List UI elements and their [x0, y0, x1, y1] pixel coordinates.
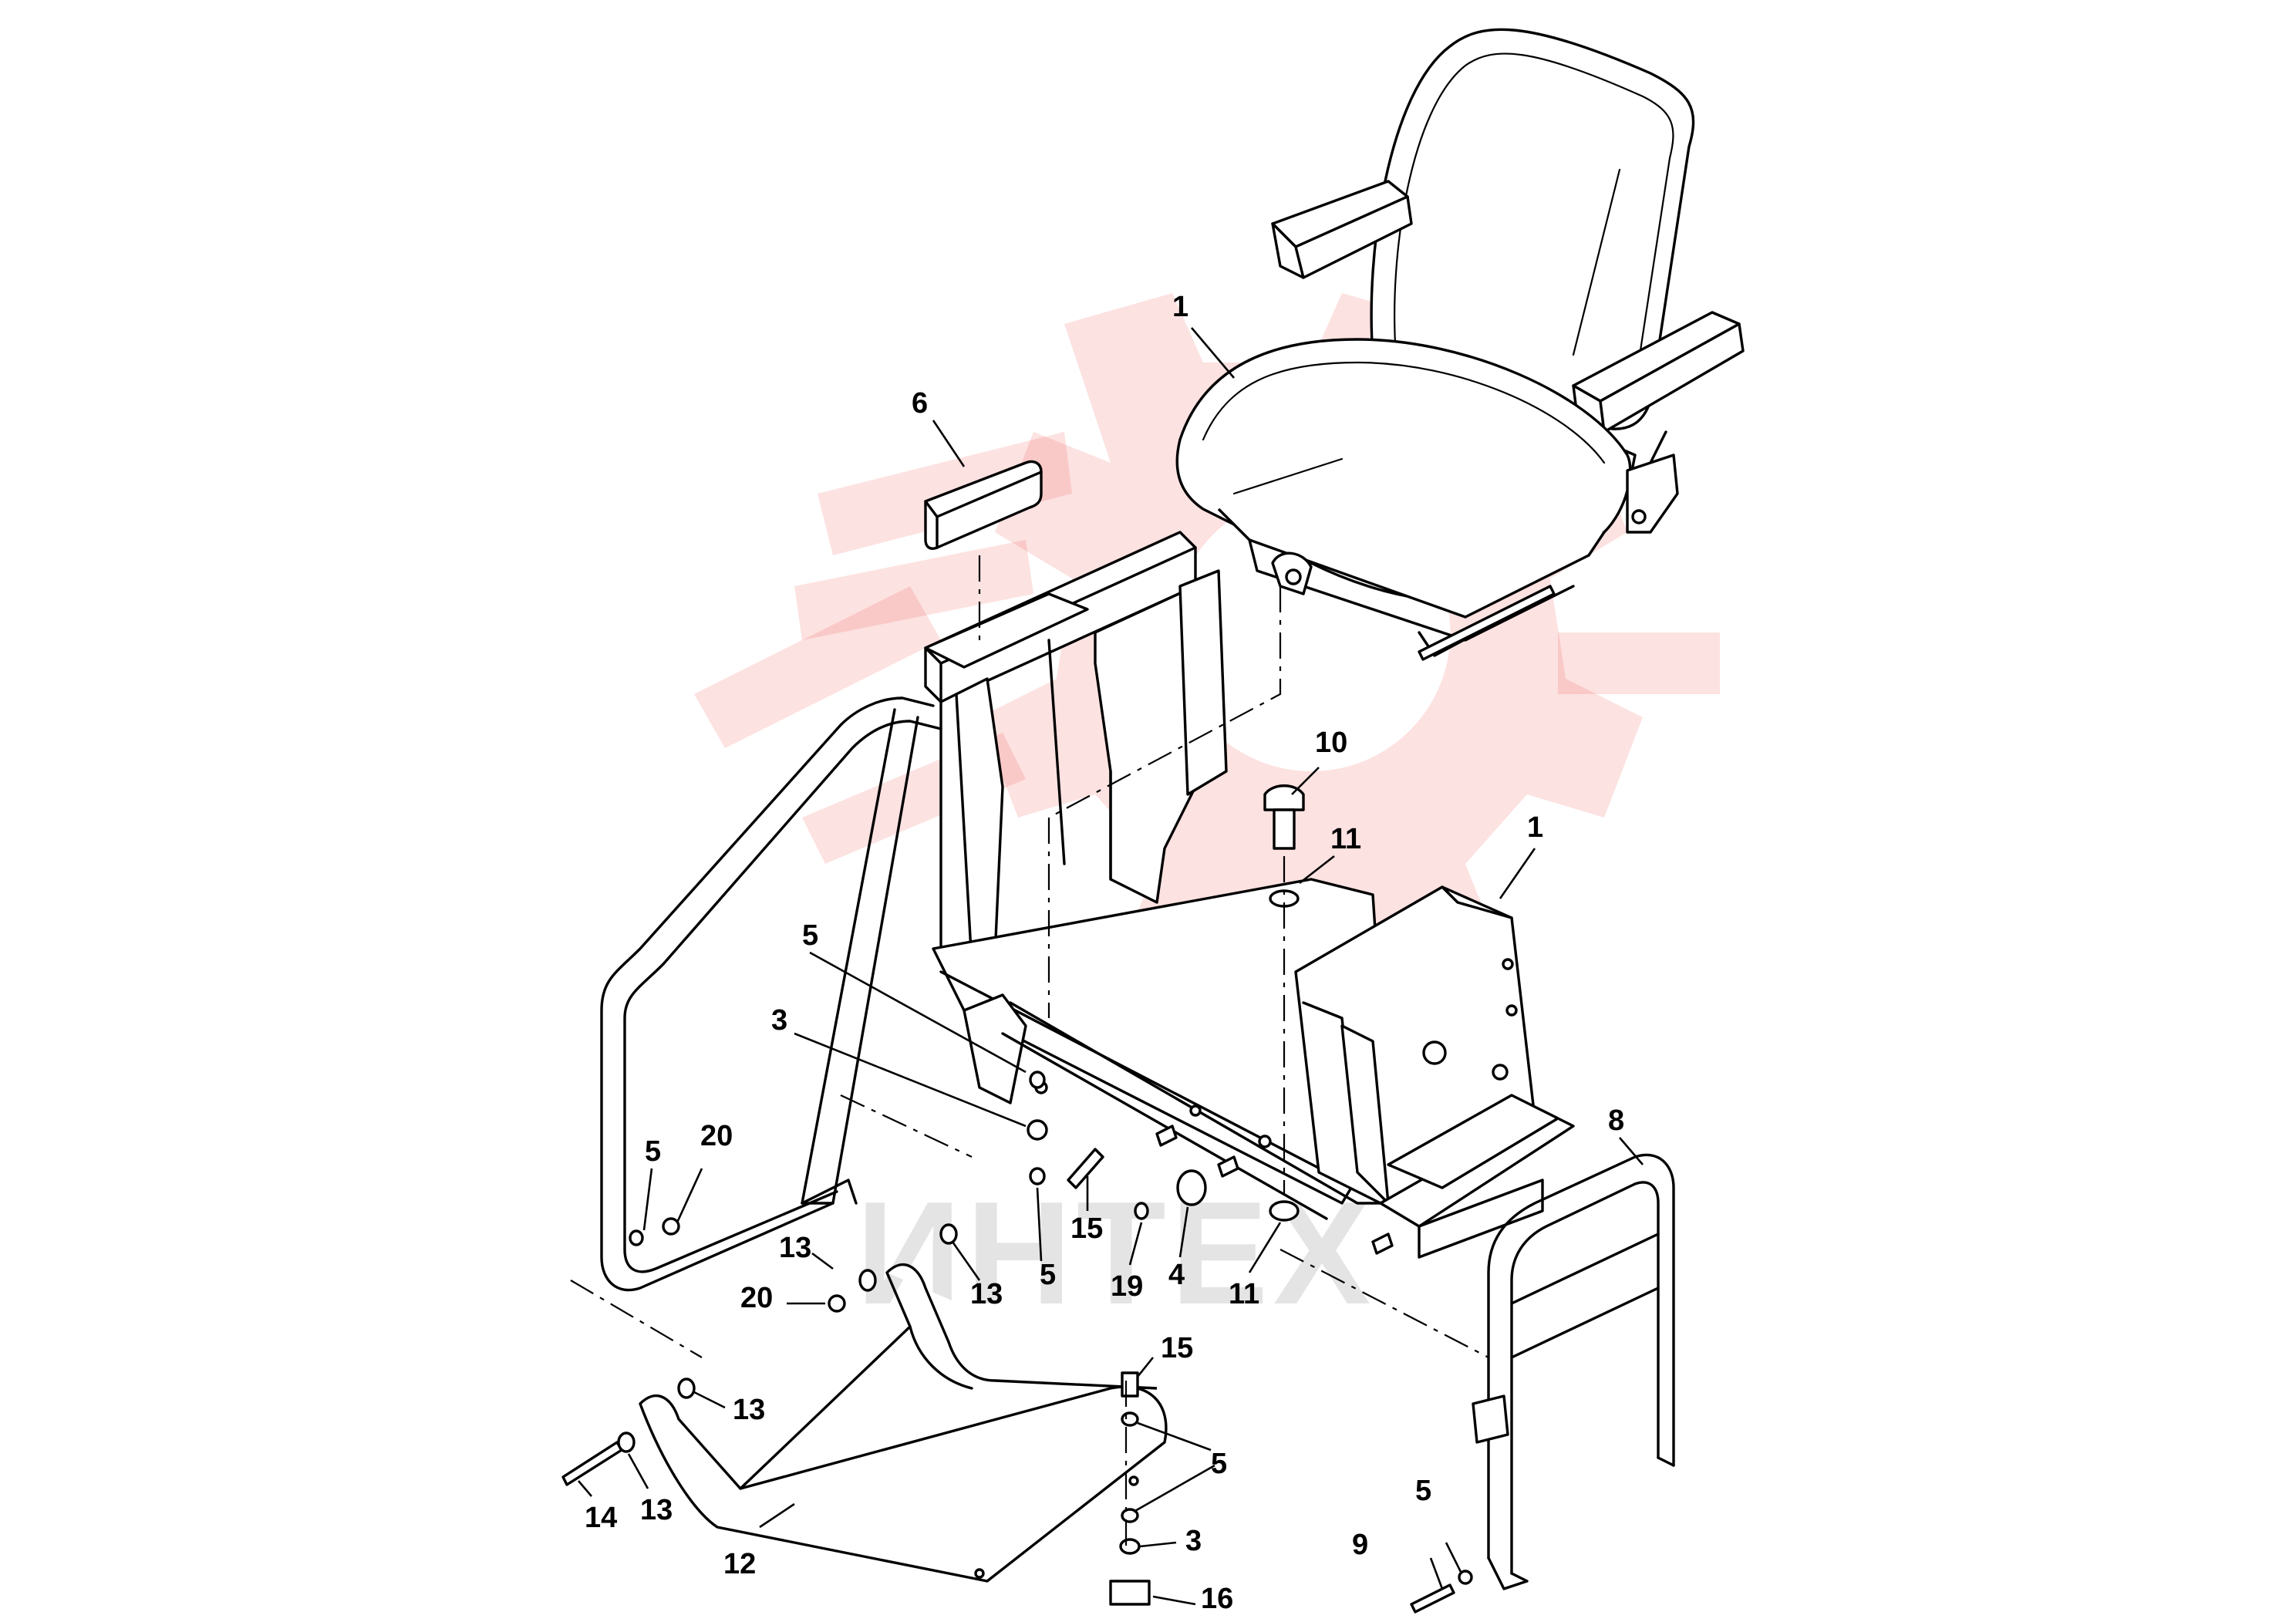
callout-15-upper: 15 [1070, 1212, 1103, 1245]
callout-5-middle: 5 [1040, 1259, 1056, 1291]
armrest-pad-part-6 [924, 460, 1043, 550]
callout-14: 14 [585, 1502, 617, 1534]
callout-3-upper: 3 [771, 1004, 787, 1037]
callout-11-upper: 11 [1330, 823, 1361, 855]
callout-4: 4 [1168, 1259, 1185, 1291]
callout-20-upper: 20 [700, 1120, 733, 1152]
callout-5-lower: 5 [1211, 1448, 1227, 1480]
callout-3-lower: 3 [1185, 1525, 1202, 1557]
callout-19: 19 [1111, 1270, 1143, 1303]
callout-6: 6 [912, 387, 928, 420]
callout-5-upper: 5 [802, 919, 818, 952]
callout-13-right: 13 [970, 1278, 1003, 1310]
callout-13-lower-right: 13 [733, 1394, 765, 1426]
rail-part-8 [1472, 1153, 1675, 1590]
callout-1-seat: 1 [1172, 291, 1188, 323]
callout-16: 16 [1201, 1583, 1233, 1615]
hand-rail [600, 696, 942, 1292]
callout-20-lower: 20 [740, 1282, 773, 1314]
assembly-center-lines [570, 555, 1489, 1550]
callout-1-frame: 1 [1527, 811, 1543, 844]
callout-13-lower-left: 13 [640, 1494, 673, 1526]
seat-frame [924, 531, 1575, 1259]
callout-10: 10 [1315, 727, 1347, 759]
callout-9: 9 [1352, 1529, 1368, 1561]
callout-11-lower: 11 [1229, 1278, 1259, 1310]
callout-12: 12 [723, 1548, 756, 1580]
callout-labels: 1 1 6 10 11 11 5 3 5 20 13 20 13 5 15 19… [585, 291, 1624, 1615]
callout-8: 8 [1608, 1104, 1624, 1137]
seat-part-1 [1175, 28, 1745, 661]
callout-13-left: 13 [779, 1232, 811, 1264]
callout-5-bottom-right: 5 [1415, 1475, 1431, 1507]
leader-lines [578, 327, 1644, 1606]
callout-5-rail: 5 [645, 1135, 661, 1168]
foot-plate-part-12 [639, 1263, 1168, 1583]
callout-15-lower: 15 [1161, 1332, 1193, 1364]
fasteners [561, 784, 1473, 1614]
